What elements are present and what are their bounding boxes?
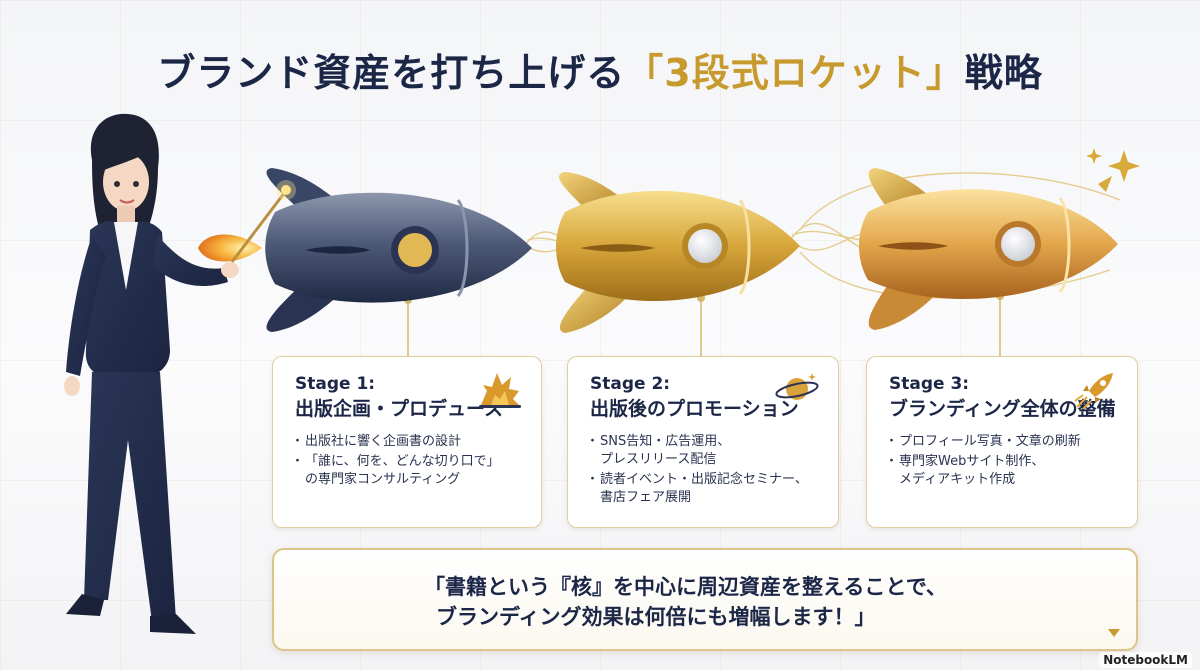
rocket-stage-2 (556, 172, 800, 333)
stage-card-3: Stage 3: ブランディング全体の整備 プロフィール写真・文章の刷新 専門家… (866, 356, 1138, 528)
quote-line-1: 「書籍という『核』を中心に周辺資産を整えることで、 (424, 575, 947, 599)
bullet-item: プロフィール写真・文章の刷新 (885, 433, 1119, 451)
stage-label: Stage 3: (889, 374, 970, 394)
bullet-item: 「誰に、何を、どんな切り口で」 の専門家コンサルティング (291, 453, 523, 489)
sparkle-icon (1086, 148, 1140, 192)
planet-icon (775, 373, 819, 400)
stage-name: 出版後のプロモーション (590, 398, 799, 420)
presenter-illustration (64, 113, 296, 634)
rocket-flame (198, 234, 262, 262)
stage-name: ブランディング全体の整備 (889, 398, 1116, 420)
rocket-stage-3 (859, 168, 1118, 330)
stage-label: Stage 2: (590, 374, 671, 394)
quote-text: 「書籍という『核』を中心に周辺資産を整えることで、 ブランディング効果は何倍にも… (424, 572, 947, 632)
stage-name: 出版企画・プロデュース (295, 398, 504, 420)
stage-bullets: 出版社に響く企画書の設計 「誰に、何を、どんな切り口で」 の専門家コンサルティン… (291, 433, 523, 489)
brand-watermark: NotebookLM (1099, 652, 1192, 668)
bullet-item: 出版社に響く企画書の設計 (291, 433, 523, 451)
page-title: ブランド資産を打ち上げる「3段式ロケット」戦略 (0, 42, 1200, 97)
bullet-item: SNS告知・広告運用、 プレスリリース配信 (586, 433, 820, 469)
rocket-icon (1074, 373, 1113, 409)
chevron-down-icon (1108, 629, 1120, 637)
stage-label: Stage 1: (295, 374, 376, 394)
explosion-icon (479, 373, 521, 408)
title-highlight: 「3段式ロケット」 (625, 51, 965, 95)
stage-bullets: プロフィール写真・文章の刷新 専門家Webサイト制作、 メディアキット作成 (885, 433, 1119, 489)
quote-line-2: ブランディング効果は何倍にも増幅します！」 (436, 605, 876, 629)
title-main: ブランド資産を打ち上げる (157, 51, 626, 95)
quote-box: 「書籍という『核』を中心に周辺資産を整えることで、 ブランディング効果は何倍にも… (272, 548, 1138, 651)
title-suffix: 戦略 (964, 51, 1043, 95)
stage-bullets: SNS告知・広告運用、 プレスリリース配信 読者イベント・出版記念セミナー、 書… (586, 433, 820, 507)
connector-lines (407, 296, 1001, 356)
stage-card-2: Stage 2: 出版後のプロモーション SNS告知・広告運用、 プレスリリース… (567, 356, 839, 528)
bullet-item: 専門家Webサイト制作、 メディアキット作成 (885, 453, 1119, 489)
rocket-stage-1 (198, 168, 532, 332)
bullet-item: 読者イベント・出版記念セミナー、 書店フェア展開 (586, 471, 820, 507)
stage-card-1: Stage 1: 出版企画・プロデュース 出版社に響く企画書の設計 「誰に、何を… (272, 356, 542, 528)
